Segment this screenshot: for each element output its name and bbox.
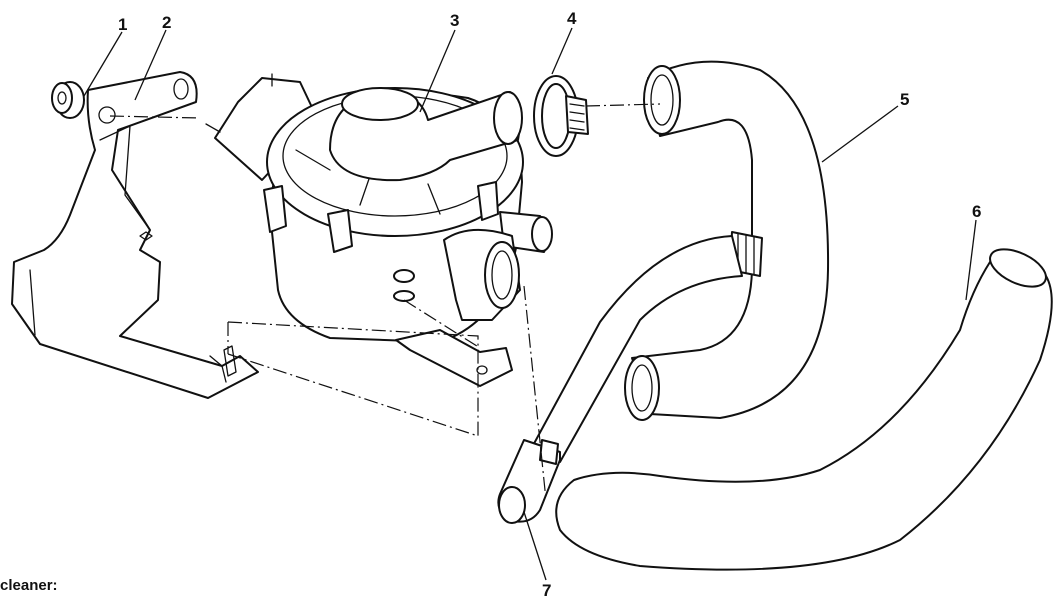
leader-lines [83, 27, 977, 581]
straight-hose [497, 235, 743, 524]
grommet [51, 81, 85, 119]
air-cleaner-housing [205, 73, 553, 387]
callout-6: 6 [972, 202, 981, 221]
callout-3: 3 [450, 11, 459, 30]
caption-text: cleaner: [0, 577, 58, 594]
mounting-bracket [11, 71, 259, 399]
u-bend-hose [624, 60, 830, 421]
alignment-lines [109, 103, 661, 501]
callout-5: 5 [900, 90, 909, 109]
callout-7: 7 [542, 581, 551, 600]
callout-1: 1 [118, 15, 127, 34]
hose-clamp [533, 75, 589, 157]
callout-4: 4 [567, 9, 577, 28]
curved-hose [555, 248, 1053, 571]
callout-2: 2 [162, 13, 171, 32]
